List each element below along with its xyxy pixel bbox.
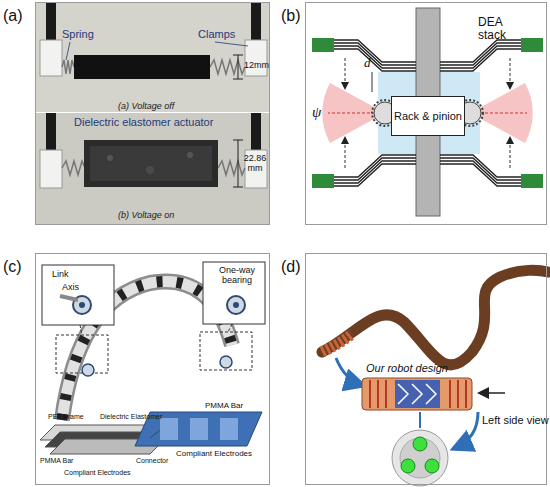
part-label: Clamps [198, 28, 235, 40]
part-label: Axis [62, 283, 79, 293]
part-label: 12mm [244, 61, 269, 71]
deaactuator-crawler [40, 262, 265, 454]
part-label: DEA stack [478, 16, 518, 42]
part-label: PMMA Bar [40, 457, 73, 465]
photo-voltage-on [36, 113, 269, 224]
part-label: (a) Voltage off [118, 102, 174, 112]
part-label: Link [52, 270, 69, 280]
panel-frame: (b)Rack & pinion [305, 2, 547, 225]
panel-label: (a) [3, 7, 23, 25]
snake-robot [322, 270, 548, 486]
part-label: 22.86 mm [242, 154, 268, 174]
rack-pinion-mechanism [312, 8, 543, 216]
panel-label: (c) [3, 258, 22, 276]
part-label: Compliant Electrodes [176, 450, 252, 459]
panel-label: (d) [281, 258, 301, 276]
part-label: Compliant Electrodes [64, 469, 131, 477]
photo-voltage-off [36, 3, 269, 112]
mechanism-box: Rack & pinion [391, 96, 465, 136]
part-label: Dielectric elastomer actuator [74, 116, 213, 128]
part-label: (b) Voltage on [118, 211, 174, 221]
part-label: d [364, 56, 371, 70]
part-label: Spring [62, 28, 94, 40]
part-label: Our robot design [366, 362, 448, 374]
part-label: Connector [136, 457, 168, 465]
part-label: PET Frame [48, 413, 84, 421]
panel-label: (b) [281, 7, 301, 25]
part-label: Rack & pinion [394, 110, 462, 122]
part-label: PMMA Bar [205, 402, 243, 411]
part-label: ψ [312, 104, 321, 121]
part-label: One-way bearing [212, 266, 262, 286]
part-label: Left side view [482, 414, 549, 426]
part-label: Dielectric Elastomer [100, 413, 162, 421]
